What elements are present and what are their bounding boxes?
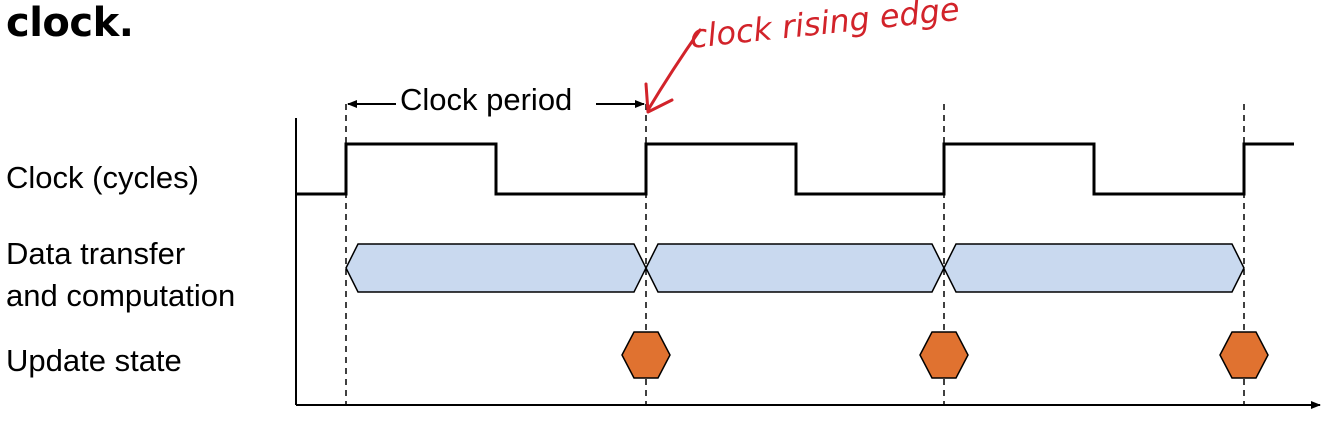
data-block-3	[943, 243, 1245, 293]
clock-waveform	[296, 142, 1294, 196]
data-row-label-line2: and computation	[6, 278, 236, 313]
data-block-1	[345, 243, 647, 293]
annotation-arrow	[646, 28, 702, 112]
slide-heading: clock.	[6, 0, 134, 46]
update-marker-2	[919, 331, 969, 379]
update-marker-1	[621, 331, 671, 379]
clock-row-label: Clock (cycles)	[6, 160, 199, 195]
data-row-label-line1: Data transfer	[6, 236, 186, 271]
annotation-arrowhead	[644, 82, 674, 114]
update-row-label: Update state	[6, 343, 182, 378]
data-transfer-blocks	[345, 243, 1245, 293]
clock-period-label: Clock period	[398, 82, 575, 118]
data-block-2	[645, 243, 945, 293]
update-state-markers	[621, 331, 1269, 379]
update-marker-3	[1219, 331, 1269, 379]
